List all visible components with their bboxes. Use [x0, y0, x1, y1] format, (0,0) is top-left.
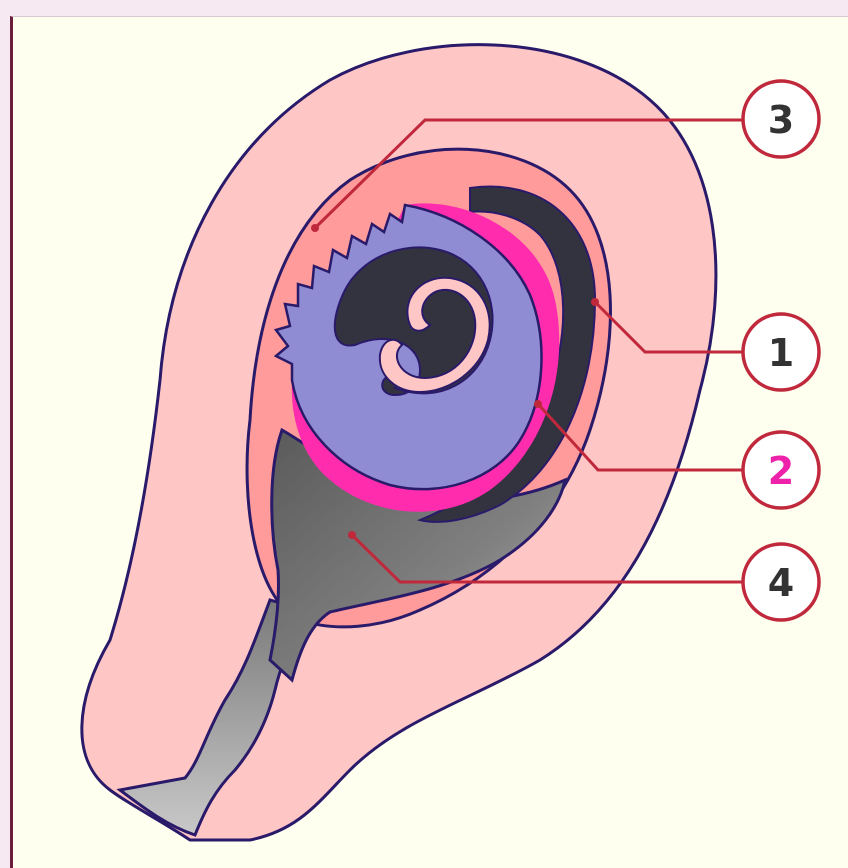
label-3-text: 3 — [768, 98, 794, 142]
label-3: 3 — [743, 81, 819, 157]
label-2-text: 2 — [768, 449, 794, 493]
label-4-text: 4 — [768, 561, 794, 605]
label-2: 2 — [743, 432, 819, 508]
label-1-text: 1 — [768, 331, 794, 375]
label-1: 1 — [743, 314, 819, 390]
label-4: 4 — [743, 544, 819, 620]
